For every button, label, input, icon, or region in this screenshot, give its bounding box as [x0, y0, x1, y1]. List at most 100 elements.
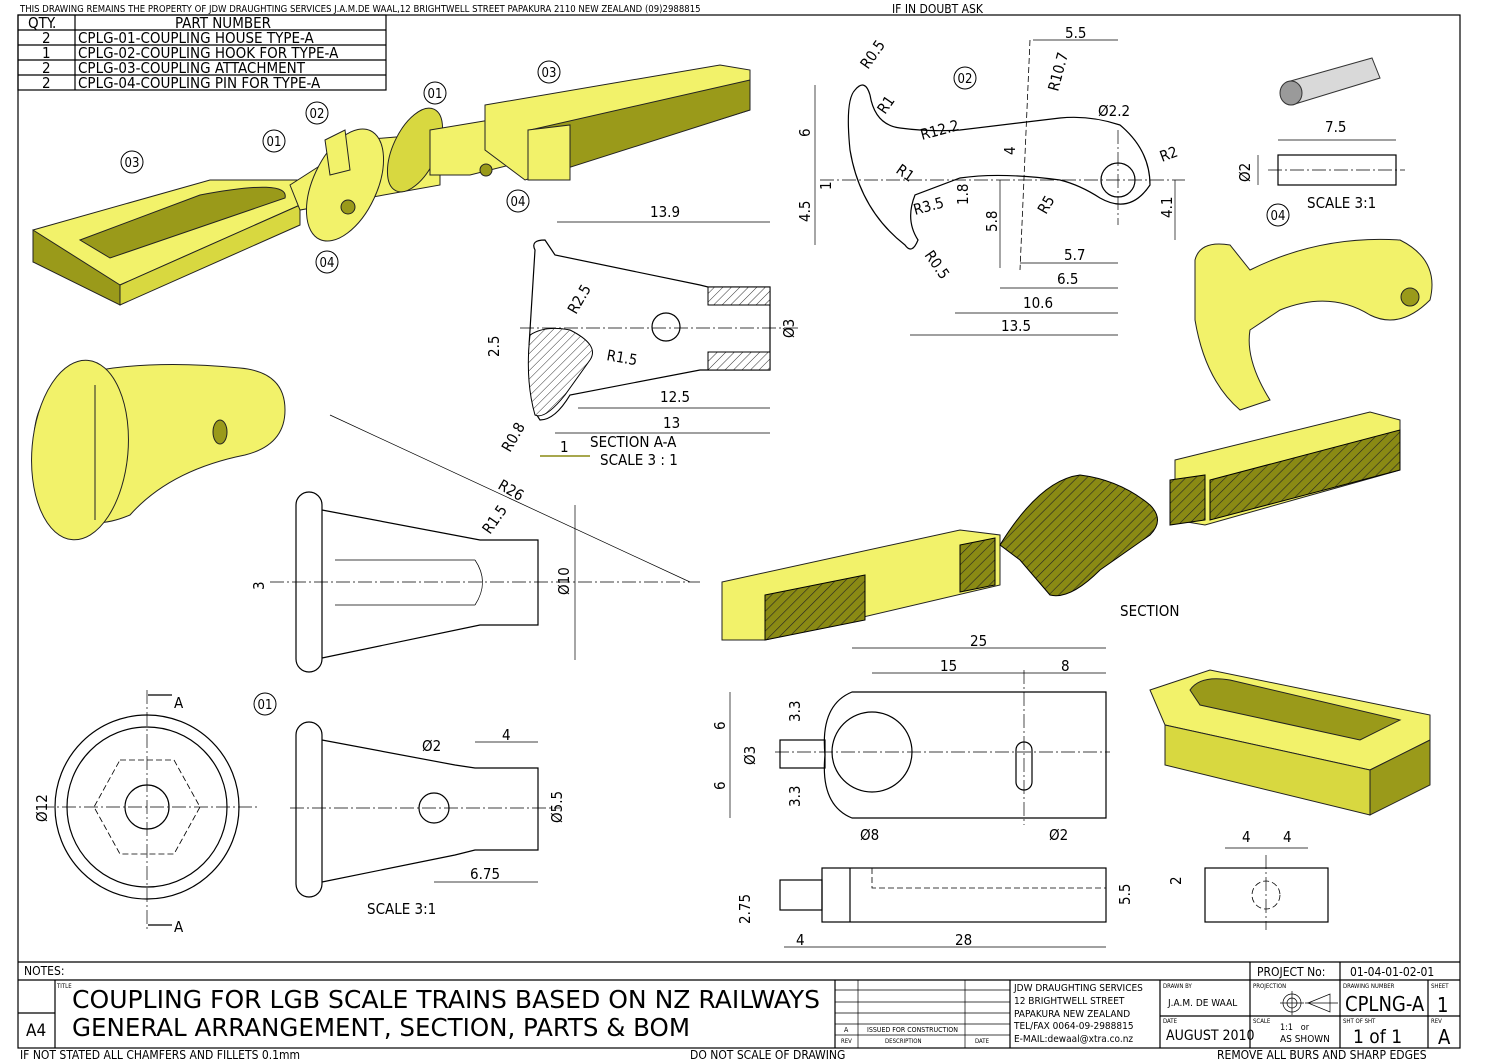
title-label: TITLE [56, 983, 72, 990]
sheet-size: A4 [26, 1021, 46, 1041]
balloon-number: 01 [428, 87, 443, 102]
project-no: 01-04-01-02-01 [1350, 965, 1434, 979]
balloon-number: 04 [1271, 209, 1286, 224]
property-notice: THIS DRAWING REMAINS THE PROPERTY OF JDW… [19, 4, 701, 15]
revision: A [1438, 1025, 1451, 1049]
sht-of-sht: 1 of 1 [1353, 1026, 1402, 1048]
drawing-date: AUGUST 2010 [1166, 1028, 1255, 1044]
assembly-3d-view [32, 64, 751, 306]
dimension-label: 25 [970, 632, 987, 650]
bom-part: CPLG-03-COUPLING ATTACHMENT [78, 59, 306, 77]
dimension-label: 6 [711, 781, 729, 790]
section-a-a-drawing [520, 221, 800, 457]
section-3d-view [721, 411, 1401, 641]
scale-as-shown: AS SHOWN [1280, 1034, 1330, 1045]
pin-3d-view [1279, 57, 1381, 106]
hook-3d-view [1194, 238, 1433, 411]
dimension-label: R0.5 [857, 37, 889, 73]
bom-part: CPLG-04-COUPLING PIN FOR TYPE-A [78, 74, 321, 92]
revision-description: ISSUED FOR CONSTRUCTION [867, 1026, 958, 1034]
dimension-label: Ø8 [860, 826, 879, 844]
dimension-label: R0.8 [498, 419, 529, 455]
dimension-label: 6 [711, 721, 729, 730]
bom-part: CPLG-01-COUPLING HOUSE TYPE-A [78, 29, 315, 47]
dimension-label: 13.9 [650, 203, 680, 221]
dimension-label: 4.1 [1158, 197, 1176, 218]
dimension-label: R10.7 [1044, 50, 1072, 93]
drawing-number-label: DRAWING NUMBER [1343, 983, 1395, 990]
part-balloon: 03 [120, 150, 144, 174]
company-street: 12 BRIGHTWELL STREET [1014, 996, 1125, 1007]
dimension-label: R1 [893, 161, 918, 186]
dimension-label: 4 [1001, 146, 1019, 155]
dimension-label: R1.5 [605, 346, 638, 369]
dimension-label: 15 [940, 657, 957, 675]
dimension-label: 5.7 [1064, 246, 1085, 264]
dimension-label: SCALE 3:1 [367, 900, 436, 918]
dimension-label: SECTION [1120, 602, 1179, 620]
sht-of-sht-label: SHT OF SHT [1343, 1018, 1376, 1025]
bom-part-header: PART NUMBER [175, 14, 271, 32]
rev-header: REV [841, 1038, 852, 1045]
description-header: DESCRIPTION [885, 1038, 922, 1045]
part-balloon: 01 [253, 692, 277, 716]
part-balloon: 02 [305, 101, 329, 125]
footer-burs-note: REMOVE ALL BURS AND SHARP EDGES [1217, 1048, 1427, 1062]
dimension-label: SCALE 3:1 [1307, 194, 1376, 212]
dimension-label: R5 [1034, 192, 1059, 217]
balloon-number: 01 [267, 135, 282, 150]
dimension-label: Ø5.5 [548, 791, 566, 823]
doubt-notice: IF IN DOUBT ASK [892, 2, 984, 16]
dimension-label: R2 [1157, 143, 1180, 166]
balloon-number: 02 [310, 107, 325, 122]
title-block: NOTES: TITLE COUPLING FOR LGB SCALE TRAI… [18, 962, 1460, 1049]
bom-qty: 2 [42, 29, 51, 47]
dimension-label: 10.6 [1023, 294, 1053, 312]
footer-scale-note: DO NOT SCALE OF DRAWING [690, 1048, 845, 1062]
attachment-end-view [1204, 847, 1329, 930]
dimension-label: 13 [663, 414, 680, 432]
company-city: PAPAKURA NEW ZEALAND [1014, 1009, 1130, 1020]
revision-code: A [844, 1026, 849, 1034]
dimension-label: 2.75 [736, 894, 754, 924]
dimension-label: 4 [1283, 828, 1292, 846]
dimension-label: R1.5 [479, 502, 511, 538]
third-angle-projection-icon [1280, 991, 1338, 1015]
dimension-label: 3 [250, 581, 268, 590]
dimension-label: SCALE 3 : 1 [600, 451, 678, 469]
bill-of-materials: QTY. PART NUMBER 2 CPLG-01-COUPLING HOUS… [17, 14, 387, 92]
project-no-label: PROJECT No: [1257, 965, 1325, 979]
dimension-label: 4 [502, 726, 511, 744]
attachment-top-view [729, 647, 1110, 825]
dimension-label: 1.8 [954, 184, 972, 205]
bom-qty: 2 [42, 59, 51, 77]
dimension-label: 8 [1061, 657, 1070, 675]
dimension-label: 5.5 [1116, 884, 1134, 905]
dimension-label: 7.5 [1325, 118, 1346, 136]
dimension-label: 1 [817, 181, 835, 190]
drawing-number: CPLNG-A [1345, 992, 1425, 1016]
dimension-label: Ø2 [422, 737, 441, 755]
rev-label: REV [1431, 1018, 1442, 1025]
dimension-label: 1 [560, 438, 569, 456]
dimension-label: 6.5 [1057, 270, 1078, 288]
dimension-label: 13.5 [1001, 317, 1031, 335]
notes-label: NOTES: [24, 964, 64, 978]
part-balloon: 01 [423, 81, 447, 105]
title-line-1: COUPLING FOR LGB SCALE TRAINS BASED ON N… [72, 985, 820, 1014]
dimension-label: A [174, 694, 184, 712]
dimension-label: 4 [796, 931, 805, 949]
drawn-by-label: DRAWN BY [1163, 983, 1192, 990]
dimension-label: R0.5 [921, 247, 953, 283]
bom-qty: 1 [42, 44, 51, 62]
dimension-label: 5.5 [1065, 24, 1086, 42]
dimension-label: SECTION A-A [590, 433, 677, 451]
bom-part: CPLG-02-COUPLING HOOK FOR TYPE-A [78, 44, 339, 62]
housing-side-view [290, 721, 560, 898]
balloon-number: 03 [542, 66, 557, 81]
balloon-number: 01 [258, 698, 273, 713]
dimension-label: Ø2 [1236, 163, 1254, 182]
date-label: DATE [1163, 1018, 1178, 1025]
balloon-number: 03 [125, 156, 140, 171]
